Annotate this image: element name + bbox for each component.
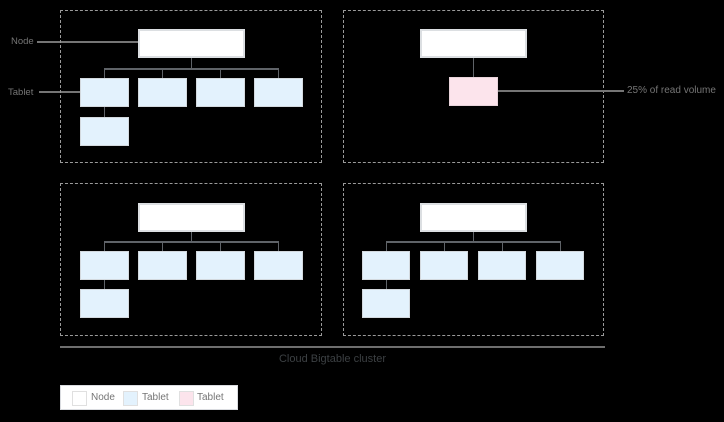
tablet-box <box>536 251 584 280</box>
node-zone-top-right <box>343 10 604 163</box>
tablet-box <box>138 78 187 107</box>
legend-swatch-tablet <box>123 391 138 406</box>
tablet-box <box>80 78 129 107</box>
connector <box>560 243 561 251</box>
tablet-box <box>362 289 410 318</box>
connector <box>386 241 561 243</box>
tablet-pointer-line <box>39 91 80 93</box>
tablet-box <box>478 251 526 280</box>
connector <box>473 232 474 241</box>
connector <box>502 243 503 251</box>
connector <box>278 70 279 78</box>
connector <box>104 280 105 289</box>
tablet-box <box>362 251 410 280</box>
tablet-box <box>196 251 245 280</box>
connector <box>220 243 221 251</box>
node-zone-top-left <box>60 10 322 163</box>
legend-label-tablet: Tablet <box>142 392 169 403</box>
read-volume-annotation: 25% of read volume <box>627 85 716 96</box>
legend-swatch-hot-tablet <box>179 391 194 406</box>
legend: Node Tablet Tablet <box>60 385 238 410</box>
connector <box>104 68 279 70</box>
legend-label-node: Node <box>91 392 115 403</box>
connector <box>104 243 105 251</box>
tablet-box <box>420 251 468 280</box>
connector <box>104 107 105 117</box>
tablet-box <box>80 251 129 280</box>
connector <box>162 243 163 251</box>
read-volume-pointer-line <box>498 90 624 92</box>
tablet-box <box>80 289 129 318</box>
legend-swatch-node <box>72 391 87 406</box>
connector <box>386 280 387 289</box>
connector <box>386 243 387 251</box>
tablet-pointer-label: Tablet <box>8 87 34 98</box>
connector <box>191 232 192 241</box>
cluster-divider-line <box>60 346 605 348</box>
node-pointer-line <box>37 41 138 43</box>
connector <box>104 70 105 78</box>
connector <box>444 243 445 251</box>
connector <box>162 70 163 78</box>
tablet-box <box>254 251 303 280</box>
tablet-box <box>138 251 187 280</box>
connector <box>473 58 474 77</box>
connector <box>191 58 192 68</box>
node-zone-bottom-left <box>60 183 322 336</box>
cluster-caption: Cloud Bigtable cluster <box>278 353 386 365</box>
connector <box>278 243 279 251</box>
hot-tablet-box <box>449 77 498 106</box>
node-zone-bottom-right <box>343 183 604 336</box>
legend-label-hot-tablet: Tablet <box>197 392 224 403</box>
tablet-box <box>254 78 303 107</box>
node-box <box>138 203 245 232</box>
node-box <box>138 29 245 58</box>
tablet-box <box>80 117 129 146</box>
node-pointer-label: Node <box>11 36 34 47</box>
tablet-box <box>196 78 245 107</box>
connector <box>220 70 221 78</box>
node-box <box>420 29 527 58</box>
connector <box>104 241 279 243</box>
node-box <box>420 203 527 232</box>
